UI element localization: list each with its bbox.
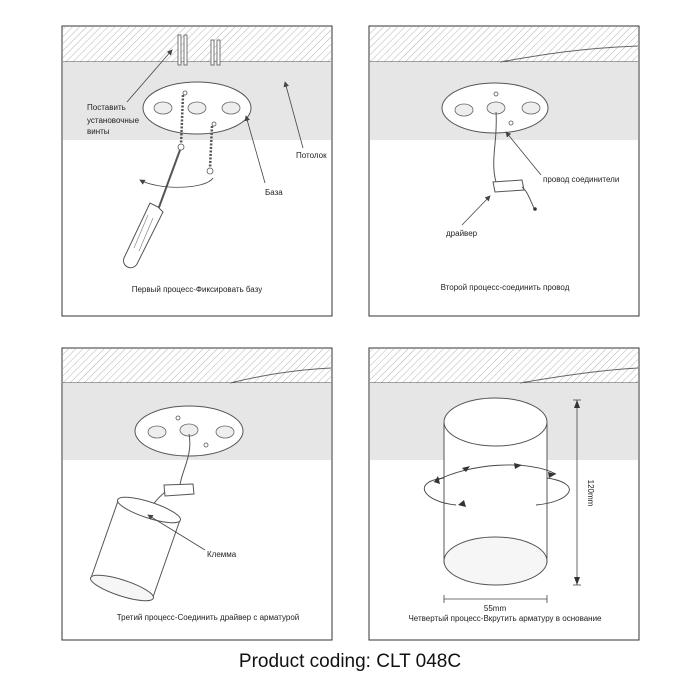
label-screws-3: винты: [87, 127, 110, 136]
label-base: База: [265, 188, 283, 197]
screws-leader: [126, 49, 173, 103]
product-coding: Product coding: CLT 048C: [238, 651, 462, 672]
ceiling-leader: [283, 81, 304, 149]
driver-leader: [461, 195, 491, 226]
diameter-dimension: 55mm: [443, 595, 548, 613]
driver-box-3: [163, 483, 195, 497]
panel-1: Поставить установочные винты Потолок Баз…: [61, 25, 333, 317]
screwdriver: [122, 149, 181, 269]
label-height: 120mm: [586, 480, 595, 507]
fixture-upright: [443, 397, 548, 586]
base-plate: [142, 81, 252, 135]
label-screws-2: установочные: [87, 116, 140, 125]
label-driver: драйвер: [446, 229, 478, 238]
label-connector-wire: провод соединители: [543, 175, 619, 184]
base-leader: [244, 115, 266, 184]
panel-2-wire: [493, 111, 497, 183]
panel-4-supply-wire: [519, 367, 639, 384]
fixture-tilted: [90, 496, 181, 602]
label-diameter: 55mm: [484, 604, 507, 613]
caption-step-1: Первый процесс-Фиксировать базу: [132, 285, 263, 294]
ceiling-bolts: [177, 34, 221, 66]
base-plate-3: [134, 405, 244, 457]
base-plate-2: [441, 82, 549, 134]
panel-2: провод соединители драйвер Второй процес…: [368, 25, 640, 317]
wire-leader: [505, 131, 542, 176]
panel-1-ceiling-hatch: [63, 27, 331, 62]
panel-3-ceiling-hatch: [63, 349, 331, 383]
panel-3: Клемма Третий процесс-Соединить драйвер …: [61, 347, 333, 641]
caption-step-3: Третий процесс-Соединить драйвер с армат…: [117, 613, 300, 622]
panel-4-ceiling-hatch: [370, 349, 638, 383]
screws: [177, 94, 214, 175]
panel-2-supply-wire: [499, 45, 639, 63]
label-ceiling: Потолок: [296, 151, 327, 160]
height-dimension: 120mm: [573, 399, 595, 586]
caption-step-4: Четвертый процесс-Вкрутить арматуру в ос…: [408, 614, 602, 623]
terminal-leader: [147, 514, 206, 551]
driver-box: [492, 179, 525, 193]
panel-2-ceiling-hatch: [370, 27, 638, 62]
rotation-arrow: [139, 177, 214, 188]
caption-step-2: Второй процесс-соединить провод: [441, 283, 570, 292]
panel-3-supply-wire: [229, 367, 332, 384]
label-screws-1: Поставить: [87, 103, 126, 112]
rotation-ring: [423, 463, 570, 507]
label-terminal: Клемма: [207, 550, 237, 559]
panel-4: 120mm 55mm Четвертый процесс-Вкрутить ар…: [368, 347, 640, 641]
